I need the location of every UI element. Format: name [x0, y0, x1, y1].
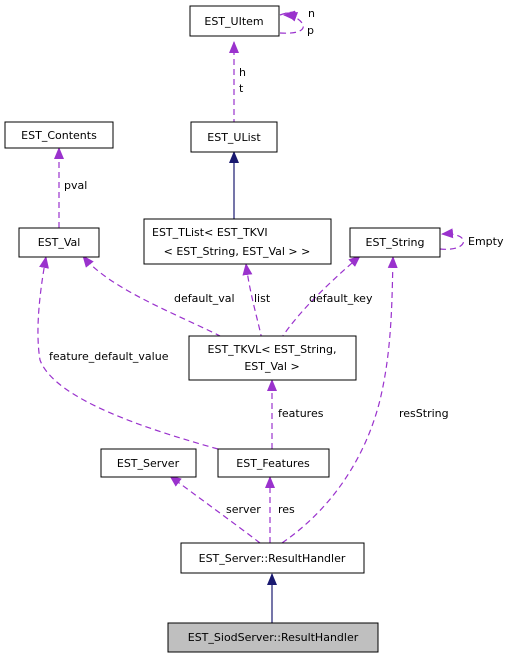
edge-label-default-val: default_val	[174, 292, 235, 305]
node-label: EST_Server	[117, 457, 180, 470]
edge-rh-server	[169, 475, 261, 544]
node-label-line1: EST_TKVL< EST_String,	[208, 343, 337, 356]
edge-label-n: n	[308, 7, 315, 20]
node-est-features[interactable]: EST_Features	[217, 448, 330, 478]
node-est-siodserver-resulthandler[interactable]: EST_SiodServer::ResultHandler	[167, 622, 379, 653]
edge-label-feature-default-value: feature_default_value	[49, 350, 169, 363]
edge-label-t: t	[239, 82, 244, 95]
node-label: EST_Val	[38, 236, 81, 249]
edge-label-features: features	[278, 407, 324, 420]
edge-uitem-self-n	[279, 10, 299, 21]
node-label-line2: EST_Val >	[244, 360, 299, 373]
node-label-line2: < EST_String, EST_Val > >	[164, 245, 311, 258]
edge-label-pval: pval	[64, 179, 87, 192]
node-est-string[interactable]: EST_String	[349, 227, 441, 258]
edge-label-empty: Empty	[468, 235, 504, 248]
node-label: EST_Features	[236, 457, 310, 470]
node-label: EST_UList	[207, 131, 261, 144]
edge-tkvl-val-default	[82, 255, 231, 342]
node-label-line1: EST_TList< EST_TKVI	[152, 226, 268, 239]
edge-tkvl-string-default	[279, 255, 361, 341]
node-est-ulist[interactable]: EST_UList	[190, 121, 278, 153]
node-est-contents[interactable]: EST_Contents	[4, 121, 114, 149]
edge-features-val	[37, 256, 219, 450]
edge-label-res: res	[278, 503, 295, 516]
node-est-uitem[interactable]: EST_UItem	[189, 5, 280, 37]
node-est-tkvl[interactable]: EST_TKVL< EST_String, EST_Val >	[188, 335, 357, 381]
edge-label-server: server	[226, 503, 261, 516]
node-est-tlist[interactable]: EST_TList< EST_TKVI < EST_String, EST_Va…	[143, 218, 332, 265]
node-label: EST_Contents	[21, 129, 97, 142]
node-label: EST_Server::ResultHandler	[199, 552, 346, 565]
node-est-val[interactable]: EST_Val	[18, 227, 100, 258]
edge-label-list: list	[254, 292, 271, 305]
node-label: EST_String	[366, 236, 425, 249]
node-label: EST_UItem	[204, 15, 263, 28]
edge-rh-string	[281, 256, 398, 544]
edge-label-h: h	[239, 66, 246, 79]
node-est-server-resulthandler[interactable]: EST_Server::ResultHandler	[180, 542, 365, 574]
edge-tkvl-tlist	[242, 263, 263, 341]
node-est-server[interactable]: EST_Server	[100, 448, 197, 478]
edge-label-p: p	[307, 24, 314, 37]
edge-label-default-key: default_key	[309, 292, 373, 305]
edge-uitem-self-p	[279, 12, 304, 34]
edge-string-self-empty	[439, 228, 464, 250]
edge-label-resstring: resString	[399, 407, 449, 420]
node-label: EST_SiodServer::ResultHandler	[188, 631, 359, 644]
